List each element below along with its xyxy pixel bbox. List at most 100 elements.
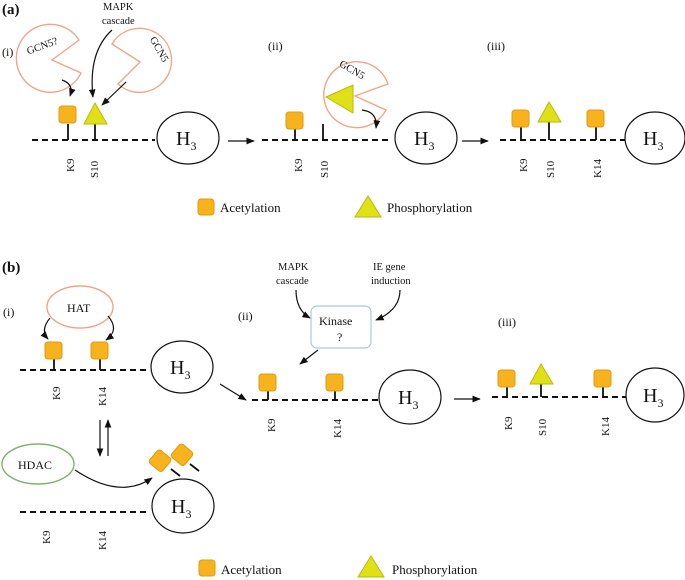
acetylation-mark-b-ii-k14: [325, 373, 344, 392]
kinase-label-line2: ?: [337, 330, 342, 344]
histone-h3-ii: [394, 111, 458, 165]
panel-a: (a) (i) GCN5? GCN5 MAPK cascade K9 S10: [2, 2, 685, 218]
arrow-hat-to-k14: [105, 315, 115, 341]
legend-acetylation: Acetylation: [220, 200, 281, 215]
panel-b-step-iii-label: (iii): [498, 315, 516, 329]
site-k14-b-deacetylated: K14: [97, 531, 109, 550]
phosphorylation-mark-ii: [324, 84, 354, 114]
site-s10-ii: S10: [319, 160, 331, 178]
histone-h3-label: H3: [176, 128, 196, 153]
site-k14-b-i: K14: [97, 387, 109, 406]
panel-b-step-ii-label: (ii): [238, 309, 253, 323]
hat-label: HAT: [67, 301, 91, 315]
histone-h3-b-iii: [625, 367, 685, 423]
panel-a-step-ii-label: (ii): [268, 39, 283, 53]
acetylation-mark-b-iii-k14: [593, 369, 612, 388]
acetylation-mark-b-i-k9: [44, 341, 63, 360]
histone-h3-label-b-ii: H3: [398, 387, 418, 412]
histone-h3-label-b-iii: H3: [643, 385, 663, 410]
panel-b-label: (b): [2, 260, 20, 276]
acetylation-mark-iii-k14: [586, 109, 605, 128]
ie-signal-line2: induction: [371, 276, 411, 287]
kinase-box: [310, 305, 372, 349]
arrow-hdac-removal: [74, 469, 153, 488]
histone-h3-label-b-i: H3: [170, 357, 190, 382]
site-k14-iii: K14: [592, 159, 604, 178]
panel-a-step-i: (i) GCN5? GCN5 MAPK cascade K9 S10 H3: [2, 2, 220, 178]
legend-phosphorylation: Phosphorylation: [387, 200, 473, 215]
arrow-mapk-to-s10: [88, 29, 113, 98]
site-k9-b-iii: K9: [503, 416, 515, 430]
panel-b-step-i: (i) HAT K9 K14 H3: [3, 285, 214, 457]
histone-h3-b-i: [150, 340, 214, 394]
acetylation-mark-ii: [285, 111, 304, 130]
panel-b-step-ii: (ii) MAPK cascade IE gene induction Kina…: [238, 262, 442, 438]
phosphorylation-mark: [83, 101, 108, 125]
acetylation-mark-b-ii-k9: [258, 373, 277, 392]
histone-h3-b-ii: [378, 369, 442, 425]
panel-b-legend: Acetylation Phosphorylation: [198, 555, 478, 578]
arrow-gcn5-release: [361, 109, 381, 129]
panel-a-step-iii: (iii) K9 S10 K14 H3: [487, 39, 685, 178]
acetylation-mark: [58, 105, 77, 124]
mapk-label-line1: MAPK: [103, 2, 134, 13]
legend-b-acetylation-swatch: [198, 559, 216, 577]
panel-a-step-iii-label: (iii): [487, 39, 505, 53]
arrow-kinase-to-chromatin: [299, 349, 319, 365]
kinase-label-line1: Kinase: [319, 314, 352, 328]
site-s10-b-iii: S10: [537, 418, 549, 436]
site-k9: K9: [65, 158, 77, 172]
panel-a-step-i-label: (i): [2, 45, 13, 59]
histone-h3-b-deacetylated: [151, 478, 215, 534]
mapk-signal-line2: cascade: [276, 276, 309, 287]
legend-b-phosphorylation: Phosphorylation: [392, 562, 478, 577]
gcn5-enzyme-shape: [15, 23, 82, 93]
removed-acetyl-2: [170, 443, 194, 466]
acetylation-mark-iii-k9: [511, 109, 530, 128]
removed-acetyl-1: [148, 449, 172, 472]
site-k14-b-iii: K14: [600, 417, 612, 436]
panel-b: (b) (i) HAT K9 K14 H3 HDAC: [1, 260, 685, 578]
mapk-label-line2: cascade: [102, 16, 135, 27]
legend-b-phosphorylation-swatch: [357, 555, 385, 578]
site-s10: S10: [89, 160, 101, 178]
panel-a-legend: Acetylation Phosphorylation: [197, 195, 473, 218]
arrow-ie-to-kinase: [375, 289, 401, 321]
histone-h3: [156, 111, 220, 165]
histone-h3-label-ii: H3: [414, 128, 434, 153]
phosphorylation-mark-iii: [537, 100, 562, 123]
arrow-gcn5-to-s10: [101, 81, 127, 106]
gcn5-enzyme-shape-right: [111, 27, 173, 94]
mapk-signal-line1: MAPK: [278, 262, 309, 273]
site-k9-b-deacetylated: K9: [41, 530, 53, 544]
arrow-gcn5q-to-k9: [61, 79, 76, 97]
site-k9-b-ii: K9: [266, 418, 278, 432]
legend-acetylation-swatch: [197, 198, 215, 216]
hdac-enzyme: [1, 443, 75, 485]
site-k14-b-ii: K14: [332, 419, 344, 438]
panel-a-step-ii: (ii) GCN5 K9 S10 H3: [262, 39, 458, 178]
hdac-label: HDAC: [18, 458, 52, 472]
arrow-mapk-to-kinase: [295, 289, 311, 319]
hat-enzyme: [46, 285, 114, 329]
legend-b-acetylation: Acetylation: [221, 562, 282, 577]
acetylation-mark-b-iii-k9: [497, 369, 516, 388]
arrow-b-step-i-to-ii: [219, 383, 247, 401]
arrow-hat-to-k9: [40, 317, 51, 340]
panel-b-step-iii: (iii) K9 S10 K14 H3: [492, 315, 685, 436]
panel-b-step-i-label: (i): [3, 305, 14, 319]
site-k9-b-i: K9: [51, 386, 63, 400]
panel-b-hdac: HDAC K9 K14 H3: [1, 443, 215, 550]
histone-h3-label-b-deacetylated: H3: [171, 496, 191, 521]
histone-h3-label-iii: H3: [643, 128, 663, 153]
legend-phosphorylation-swatch: [354, 195, 382, 218]
panel-a-label: (a): [2, 2, 20, 18]
histone-h3-iii: [624, 111, 685, 165]
site-k9-ii: K9: [293, 158, 305, 172]
gcn5-enzyme-ii: [323, 61, 389, 129]
site-k9-iii: K9: [518, 158, 530, 172]
ie-signal-line1: IE gene: [373, 262, 406, 273]
acetylation-mark-b-i-k14: [90, 341, 109, 360]
phosphorylation-mark-b-iii: [529, 362, 554, 385]
